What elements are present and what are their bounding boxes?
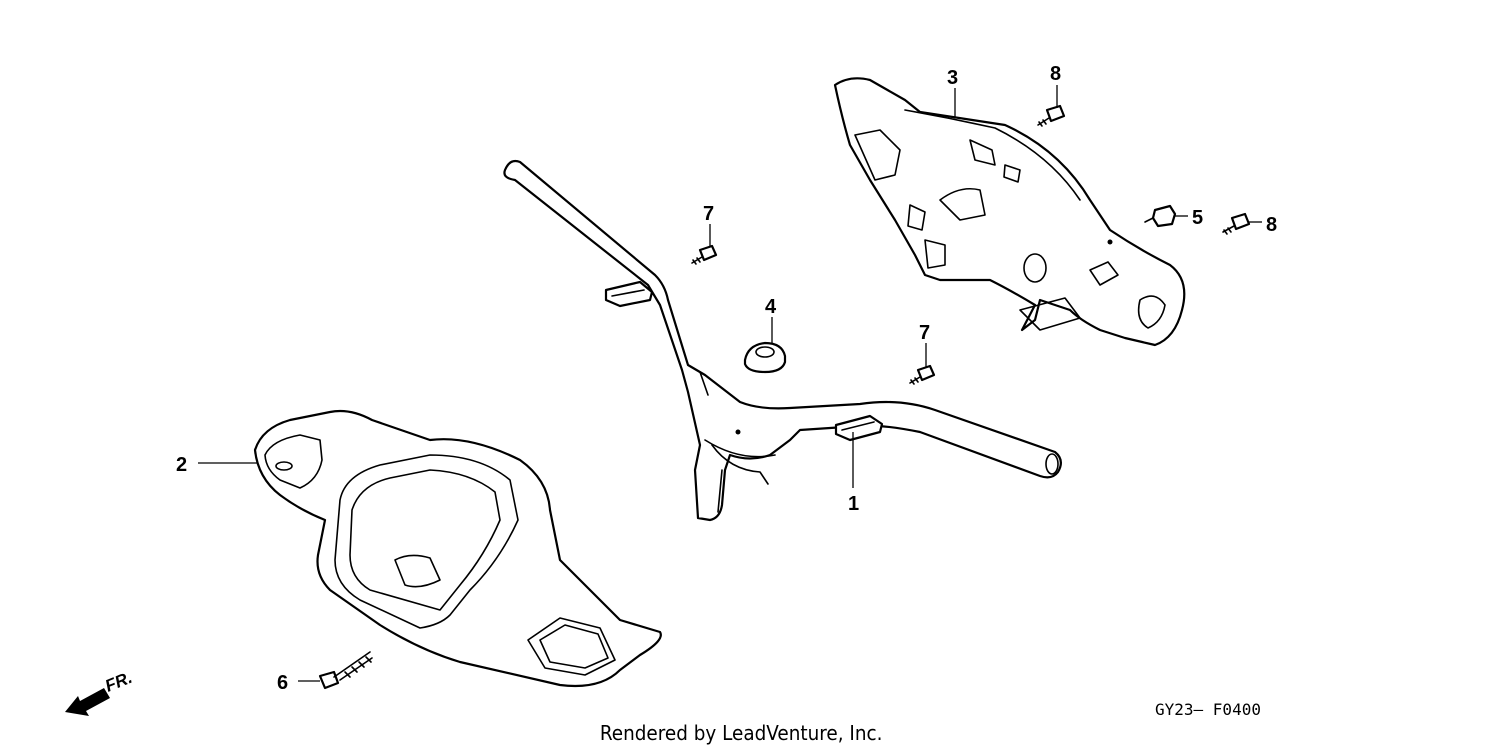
leader-lines	[198, 85, 1262, 682]
grommet-part[interactable]	[743, 341, 787, 374]
callout-1: 1	[848, 493, 859, 515]
bolt-part-5[interactable]	[1144, 204, 1177, 228]
front-arrow-icon	[65, 688, 110, 716]
front-direction-indicator: FR.	[65, 668, 135, 716]
callout-3: 3	[947, 67, 958, 89]
screw-part-8b[interactable]	[1222, 212, 1251, 235]
screw-part-7b[interactable]	[909, 364, 936, 385]
front-label: FR.	[102, 668, 135, 696]
callout-7b: 7	[919, 322, 930, 344]
screw-part-6[interactable]	[318, 651, 373, 690]
callout-5: 5	[1192, 207, 1203, 229]
screw-part-7a[interactable]	[691, 244, 718, 265]
callout-8a: 8	[1050, 63, 1061, 85]
rear-handle-cover-part[interactable]	[833, 77, 1186, 347]
callout-4: 4	[765, 296, 777, 318]
callout-6: 6	[277, 672, 288, 694]
figure-code: GY23— F0400	[1155, 700, 1261, 719]
credit-text: Rendered by LeadVenture, Inc.	[600, 721, 883, 745]
callout-7a: 7	[703, 203, 714, 225]
callout-2: 2	[176, 454, 187, 476]
screw-part-8a[interactable]	[1037, 104, 1066, 127]
handlebar-part[interactable]	[503, 159, 1062, 522]
front-handle-cover-part[interactable]	[253, 409, 662, 688]
callout-8b: 8	[1266, 214, 1277, 236]
